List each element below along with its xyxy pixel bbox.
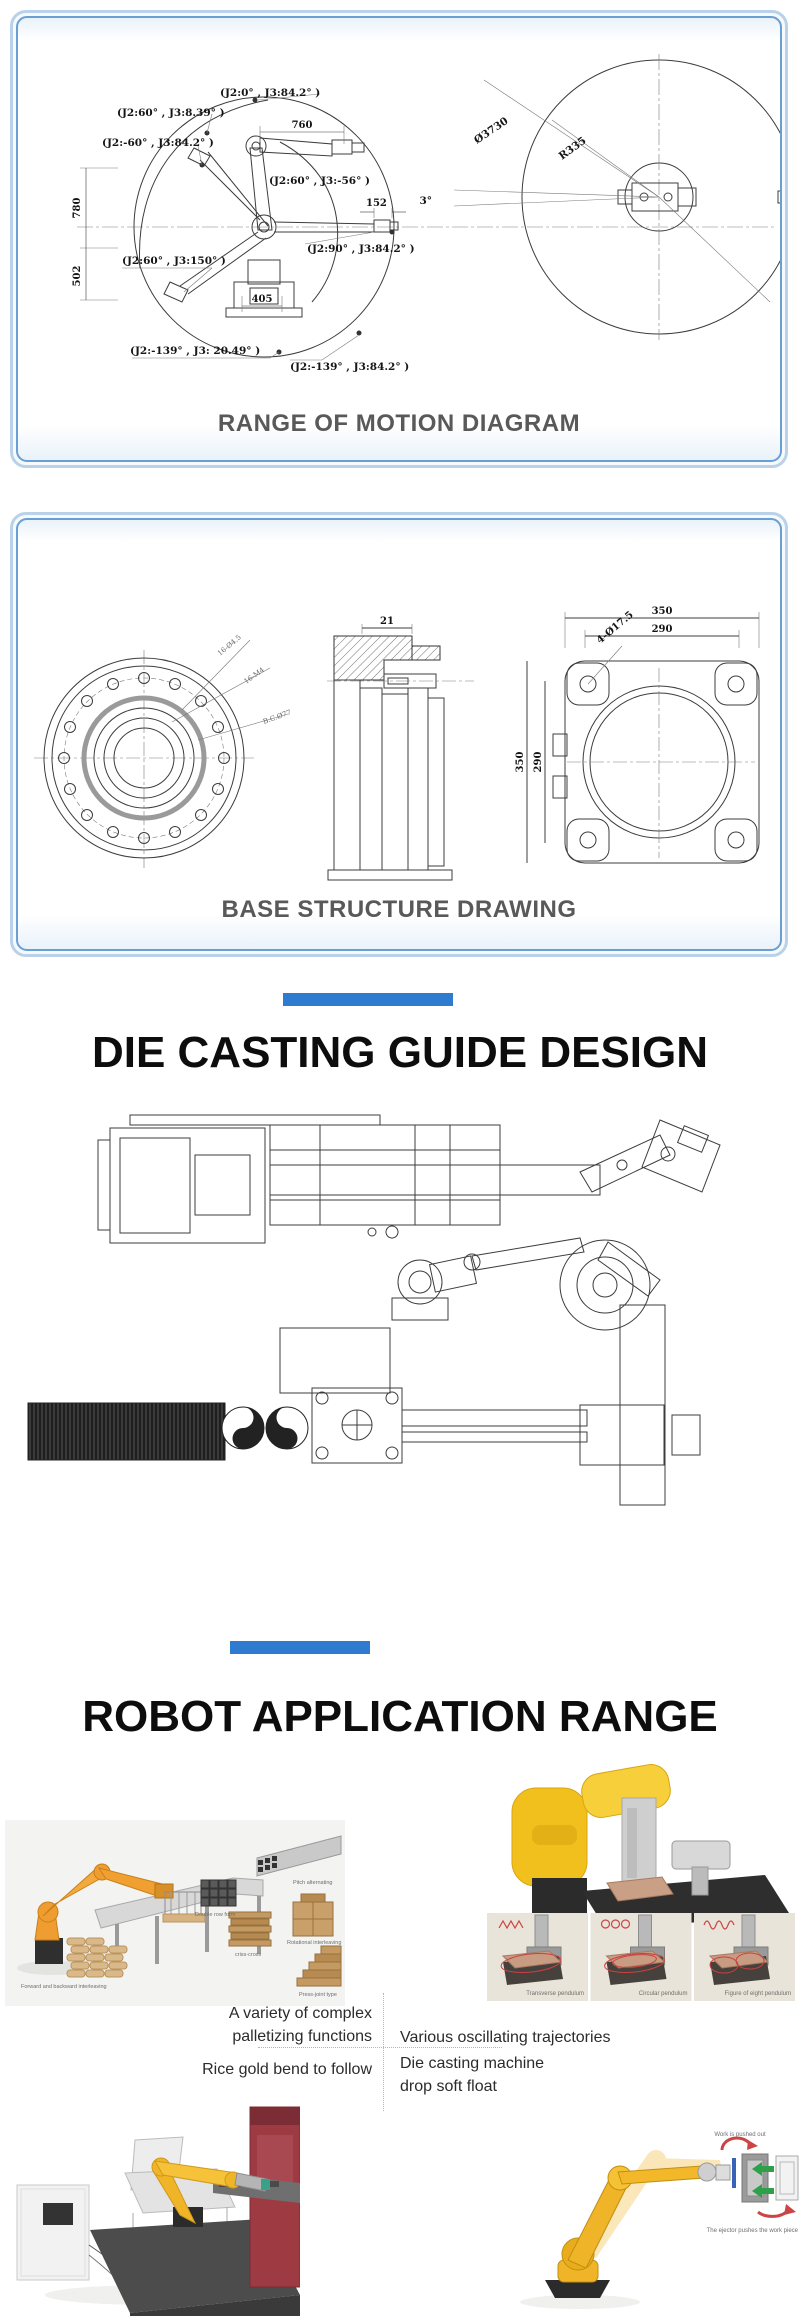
pose-label-7: (J2:-139° , J3:84.2° ) bbox=[290, 361, 409, 373]
caption-divider-horizontal bbox=[258, 2047, 502, 2048]
pendulum-photo: Transverse pendulum Circular pendulum Fi… bbox=[487, 1763, 795, 2001]
pose-label-4: (J2:60° , J3:150° ) bbox=[122, 255, 226, 267]
bolt-holes bbox=[58, 672, 230, 844]
palletizing-photo: Forward and backward interleaving Double… bbox=[5, 1820, 345, 2006]
dim-section-21: 21 bbox=[380, 616, 394, 627]
pose-label-2: (J2:-60° , J3:84.2° ) bbox=[102, 137, 214, 149]
rails bbox=[401, 1404, 701, 1466]
range-of-motion-card: 760 780 502 405 152 (J2:0° , J3:84.2° ) … bbox=[10, 10, 788, 468]
palletizing-label-4: Rotational interleaving bbox=[287, 1940, 341, 1946]
work-table-edge bbox=[130, 2295, 300, 2316]
base-plate-top-view: 350 290 350 290 4-Ø17.5 bbox=[515, 606, 760, 864]
mid-box bbox=[279, 1327, 391, 1394]
bag-stack bbox=[66, 1937, 128, 1978]
palletizing-label-5: Press-joint type bbox=[299, 1992, 337, 1998]
brick-bundle bbox=[200, 1879, 237, 1907]
rotational-stack bbox=[292, 1893, 334, 1937]
leader-lines bbox=[122, 93, 375, 361]
machine-body bbox=[269, 1124, 601, 1239]
pose-label-1: (J2:60° , J3:8.39° ) bbox=[117, 107, 225, 119]
robot-top-view bbox=[391, 1237, 585, 1321]
caption-bending: Rice gold bend to follow bbox=[202, 2061, 372, 2078]
dim-radius: R335 bbox=[557, 135, 589, 163]
dim-405: 405 bbox=[252, 294, 273, 305]
caption-oscillating: Various oscillating trajectories bbox=[400, 2029, 611, 2046]
envelope-points bbox=[199, 97, 395, 355]
dim-502: 502 bbox=[72, 266, 83, 287]
pendulum-panel-figure-eight: Figure of eight pendulum bbox=[694, 1913, 795, 2001]
flange-note-1: 16-M4 bbox=[243, 666, 267, 686]
dim-plate-350-top: 350 bbox=[652, 606, 673, 617]
blue-divider-bar-2 bbox=[230, 1641, 370, 1654]
dim-plate-350-left: 350 bbox=[515, 752, 526, 773]
pose-labels: (J2:0° , J3:84.2° ) (J2:60° , J3:8.39° )… bbox=[102, 87, 415, 373]
base-structure-drawing: 16-Ø4.5 16-M4 B.C.Ø77 bbox=[34, 606, 760, 881]
blue-divider-bar-1 bbox=[283, 993, 453, 1006]
pose-label-3: (J2:60° , J3:-56° ) bbox=[269, 175, 370, 187]
die-casting-heading: DIE CASTING GUIDE DESIGN bbox=[91, 1028, 709, 1077]
ejector-diagram bbox=[720, 2136, 799, 2218]
palletizing-label-1: Double row form bbox=[195, 1912, 236, 1918]
pendulum-label-2: Figure of eight pendulum bbox=[725, 1991, 791, 1997]
die-casting-layout-drawing bbox=[27, 1114, 721, 1506]
palletizing-robot bbox=[34, 1863, 206, 1964]
pendulum-panel-circular: Circular pendulum bbox=[590, 1913, 692, 2001]
bottom-center-unit bbox=[311, 1387, 403, 1464]
dim-plate-290-top: 290 bbox=[652, 624, 673, 635]
top-rail bbox=[129, 1114, 381, 1126]
dim-angle: 3° bbox=[419, 195, 432, 207]
caption-divider-vertical bbox=[383, 1993, 384, 2111]
ejector-photo: Work is pushed out The ejector pushes th… bbox=[470, 2120, 800, 2316]
flange-note-0: 16-Ø4.5 bbox=[216, 633, 243, 657]
robot-side-elevation bbox=[163, 135, 399, 318]
photo-bg bbox=[470, 2120, 800, 2316]
range-of-motion-drawing: 760 780 502 405 152 (J2:0° , J3:84.2° ) … bbox=[72, 54, 780, 373]
dimensions: 760 780 502 405 152 bbox=[72, 120, 406, 312]
green-arrows bbox=[752, 2162, 774, 2198]
base-structure-card: 16-Ø4.5 16-M4 B.C.Ø77 bbox=[10, 512, 788, 957]
caption-die-casting: Die casting machine drop soft float bbox=[400, 2055, 545, 2096]
flange-front-view: 16-Ø4.5 16-M4 B.C.Ø77 bbox=[34, 633, 292, 868]
base-structure-card-inner: 16-Ø4.5 16-M4 B.C.Ø77 bbox=[16, 518, 782, 951]
press-joint-stack bbox=[296, 1945, 342, 1987]
work-table bbox=[90, 2219, 300, 2313]
base-card-caption: BASE STRUCTURE DRAWING bbox=[221, 896, 577, 923]
motion-envelope-side-view bbox=[133, 96, 395, 358]
dim-diameter: Ø3730 bbox=[472, 115, 511, 146]
caption-palletizing: A variety of complex palletizing functio… bbox=[228, 2005, 372, 2046]
pendulum-label-1: Circular pendulum bbox=[639, 1991, 688, 1997]
bending-robot bbox=[151, 2157, 270, 2227]
ejector-label-1: The ejector pushes the work piece bbox=[707, 2228, 799, 2234]
conveyor bbox=[27, 1402, 309, 1461]
dim-corner-holes: 4-Ø17.5 bbox=[595, 609, 636, 646]
range-of-motion-card-inner: 760 780 502 405 152 (J2:0° , J3:84.2° ) … bbox=[16, 16, 782, 462]
red-arrow-top bbox=[720, 2136, 752, 2151]
pendulum-panel-transverse: Transverse pendulum bbox=[487, 1913, 588, 2001]
metal-tubes bbox=[256, 1835, 342, 1877]
control-cabinet bbox=[16, 2184, 134, 2286]
dim-760: 760 bbox=[292, 120, 313, 131]
motion-envelope-top-view: Ø3730 R335 3° bbox=[419, 54, 780, 340]
dim-152: 152 bbox=[366, 198, 387, 209]
dim-plate-290-left: 290 bbox=[533, 752, 544, 773]
application-range-heading: ROBOT APPLICATION RANGE bbox=[82, 1692, 718, 1741]
flange-note-2: B.C.Ø77 bbox=[262, 708, 292, 726]
pose-label-6: (J2:-139° , J3: 20.49° ) bbox=[130, 345, 260, 357]
bending-photo bbox=[5, 2095, 300, 2316]
left-platen bbox=[97, 1127, 266, 1244]
pose-label-5: (J2:90° , J3:84.2° ) bbox=[307, 243, 415, 255]
top-right-gripper bbox=[579, 1119, 721, 1193]
criss-cross-stack bbox=[228, 1911, 272, 1947]
base-section-view: 21 bbox=[327, 616, 474, 881]
palletizing-label-0: Forward and backward interleaving bbox=[21, 1984, 107, 1990]
motion-card-caption: RANGE OF MOTION DIAGRAM bbox=[217, 410, 581, 437]
pose-label-0: (J2:0° , J3:84.2° ) bbox=[220, 87, 320, 99]
palletizing-label-2: Pitch alternating bbox=[293, 1880, 332, 1886]
palletizing-label-3: criss-cross bbox=[235, 1952, 262, 1958]
ejector-robot bbox=[545, 2162, 731, 2298]
dim-780: 780 bbox=[72, 198, 83, 219]
ejector-label-0: Work is pushed out bbox=[714, 2132, 766, 2138]
pendulum-label-0: Transverse pendulum bbox=[526, 1991, 584, 1997]
